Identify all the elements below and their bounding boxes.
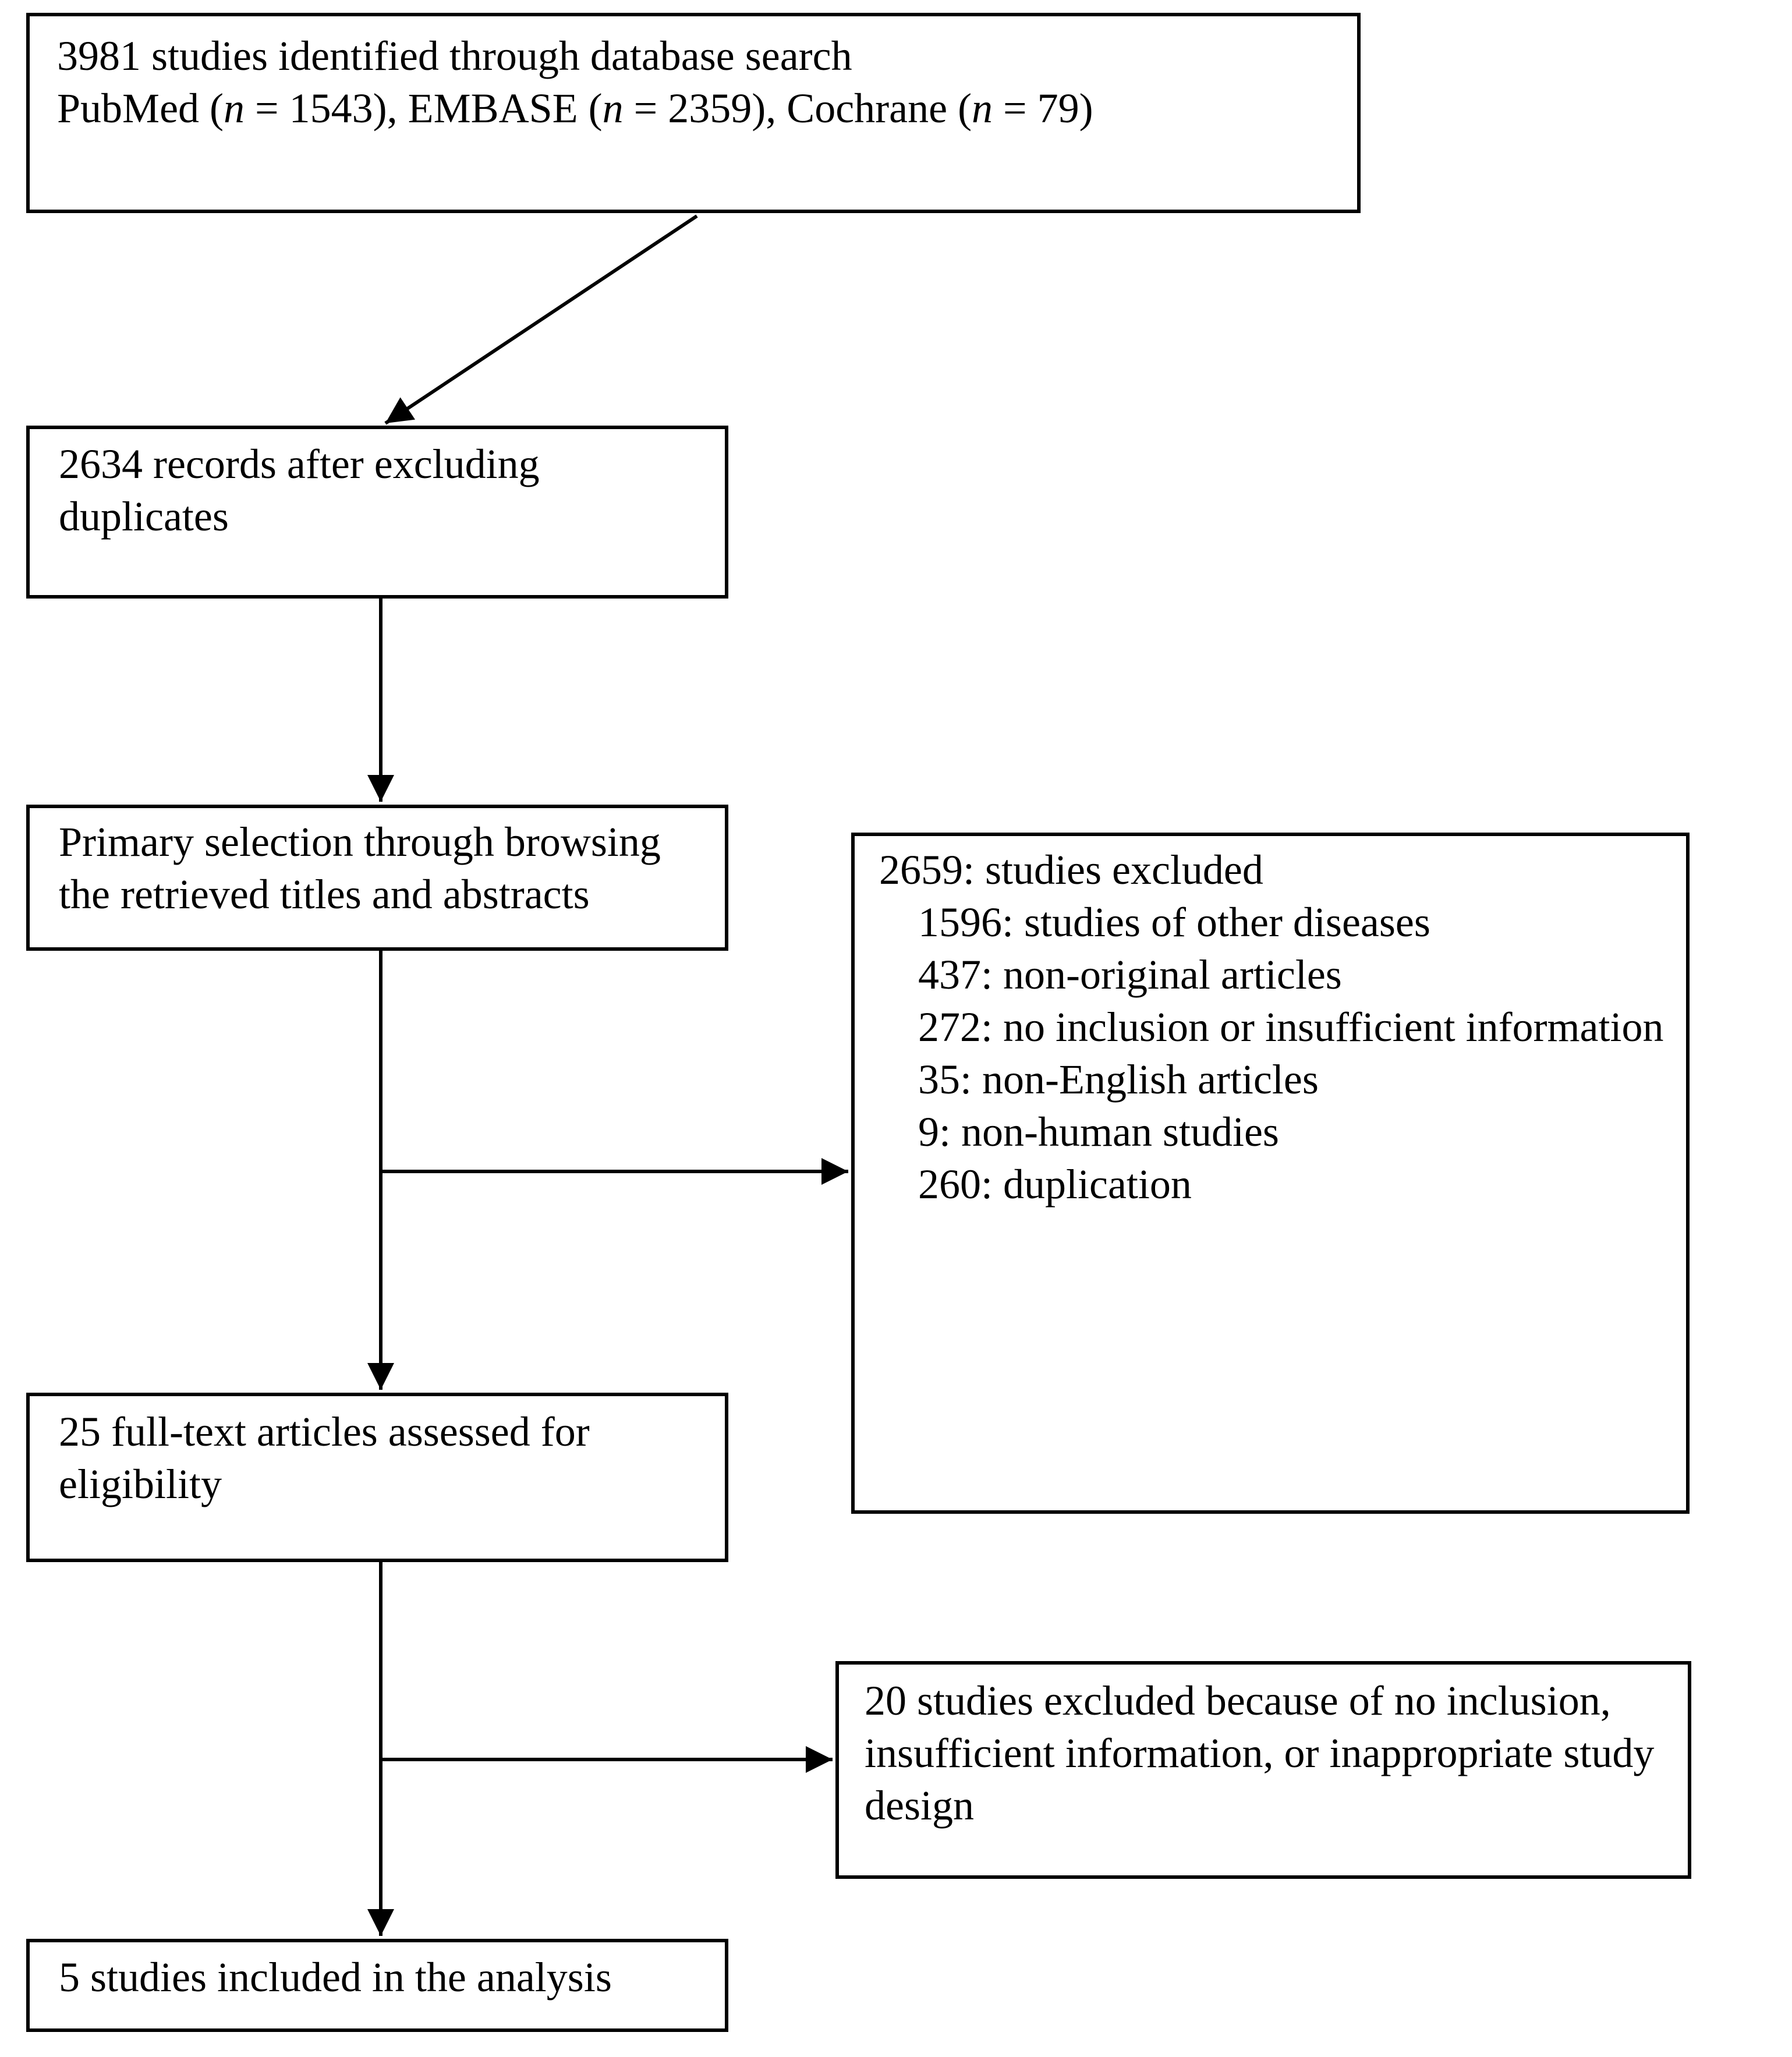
- box-studies-excluded-primary: 2659: studies excluded 1596: studies of o…: [851, 833, 1690, 1514]
- box-studies-identified: 3981 studies identified through database…: [26, 13, 1361, 213]
- text-line: 2659: studies excluded: [879, 847, 1263, 893]
- text-line: 1596: studies of other diseases: [918, 899, 1430, 946]
- text-line: duplicates: [59, 493, 229, 540]
- text-line: 5 studies included in the analysis: [59, 1954, 612, 2001]
- text-line: Primary selection through browsing: [59, 819, 661, 865]
- text-line: PubMed (n = 1543), EMBASE (n = 2359), Co…: [57, 85, 1093, 132]
- text-line: 2634 records after excluding: [59, 441, 540, 487]
- text-line: 9: non-human studies: [918, 1109, 1279, 1155]
- text-line: 25 full-text articles assessed for: [59, 1408, 590, 1455]
- box-studies-excluded-fulltext: 20 studies excluded because of no inclus…: [835, 1661, 1691, 1879]
- text-line: eligibility: [59, 1461, 222, 1507]
- box-studies-included: 5 studies included in the analysis: [26, 1939, 728, 2032]
- box-primary-selection: Primary selection through browsing the re…: [26, 805, 728, 951]
- text-line: 437: non-original articles: [918, 951, 1342, 998]
- box-records-after-duplicates: 2634 records after excluding duplicates: [26, 426, 728, 599]
- text-line: 20 studies excluded because of no inclus…: [865, 1677, 1611, 1724]
- box-fulltext-assessed: 25 full-text articles assessed for eligib…: [26, 1393, 728, 1562]
- text-line: 35: non-English articles: [918, 1056, 1319, 1103]
- text-line: the retrieved titles and abstracts: [59, 871, 590, 918]
- text-line: design: [865, 1782, 974, 1829]
- text-line: 260: duplication: [918, 1161, 1192, 1208]
- text-line: 272: no inclusion or insufficient inform…: [918, 1004, 1664, 1050]
- text-line: 3981 studies identified through database…: [57, 33, 852, 79]
- text-line: insufficient information, or inappropria…: [865, 1730, 1655, 1776]
- arrow-identified-to-deduplicated: [384, 214, 698, 425]
